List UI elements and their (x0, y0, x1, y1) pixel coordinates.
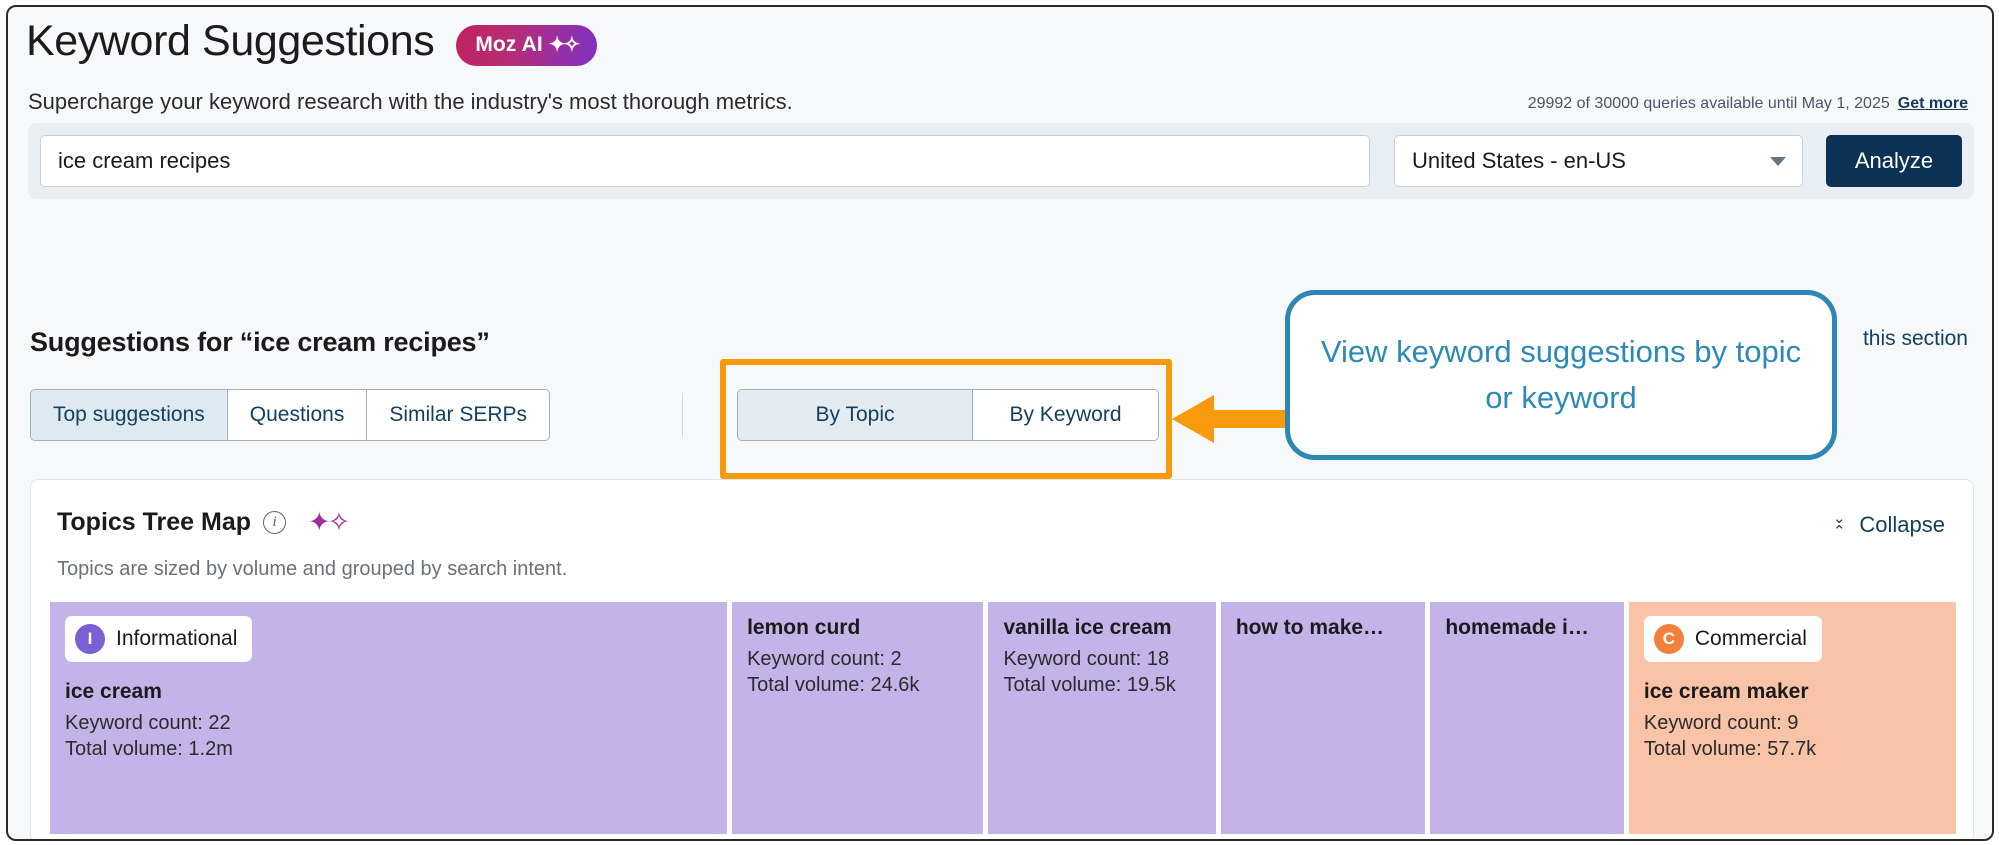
page-subtitle: Supercharge your keyword research with t… (28, 89, 793, 114)
intent-badge: C Commercial (1643, 616, 1822, 662)
tab-questions[interactable]: Questions (227, 390, 368, 440)
info-icon[interactable]: i (263, 511, 287, 534)
suggestions-heading: Suggestions for “ice cream recipes” (30, 327, 490, 357)
moz-ai-badge: Moz AI ✦✧ (456, 25, 598, 67)
tab-top-suggestions[interactable]: Top suggestions (31, 390, 228, 440)
search-bar-container: United States - en-US Analyze (28, 123, 1974, 199)
tile-keyword-count: Keyword count: 18 (1003, 648, 1170, 670)
chevron-down-icon (1770, 156, 1786, 166)
topics-tree-map-card: Topics Tree Map i ✦✧ Topics are sized by… (30, 479, 1974, 839)
intent-dot-icon: C (1653, 624, 1684, 654)
quota-text: 29992 of 30000 queries available until M… (1527, 95, 1890, 112)
tile-keyword-count: Keyword count: 9 (1643, 712, 1799, 734)
tile-title: ice cream (65, 680, 162, 703)
collapse-label: Collapse (1859, 512, 1945, 537)
treemap-tile[interactable]: homemade i… (1430, 602, 1624, 834)
tab-similar-serps[interactable]: Similar SERPs (367, 390, 550, 440)
treemap-tile[interactable]: how to make… (1220, 602, 1426, 834)
toggle-by-topic[interactable]: By Topic (738, 390, 973, 440)
locale-select[interactable]: United States - en-US (1394, 135, 1803, 187)
analyze-button[interactable]: Analyze (1826, 135, 1962, 187)
app-window: Keyword Suggestions Moz AI ✦✧ Supercharg… (6, 5, 1994, 841)
intent-badge: I Informational (65, 616, 253, 662)
tile-total-volume: Total volume: 19.5k (1003, 674, 1176, 697)
tile-title: vanilla ice cream (1003, 616, 1172, 639)
suggestion-tabs: Top suggestions Questions Similar SERPs (30, 389, 551, 441)
card-title-row: Topics Tree Map i ✦✧ (57, 507, 350, 537)
tile-total-volume: Total volume: 57.7k (1643, 738, 1817, 761)
tile-title: how to make… (1235, 616, 1385, 639)
get-more-link[interactable]: Get more (1897, 95, 1968, 112)
view-mode-toggle: By Topic By Keyword (737, 389, 1159, 441)
moz-ai-badge-label: Moz AI (475, 33, 543, 57)
section-note-text: this section (1862, 327, 1968, 350)
tile-total-volume: Total volume: 24.6k (747, 674, 920, 697)
collapse-chevrons-icon: ⌄⌃ (1832, 509, 1846, 540)
sparkle-icon: ✦✧ (548, 34, 580, 57)
annotation-callout: View keyword suggestions by topic or key… (1285, 290, 1837, 460)
toggle-by-keyword[interactable]: By Keyword (973, 390, 1158, 440)
tile-title: lemon curd (747, 616, 861, 639)
quota-status: 29992 of 30000 queries available until M… (1528, 95, 1968, 113)
tile-keyword-count: Keyword count: 22 (65, 712, 231, 734)
card-title: Topics Tree Map (57, 508, 252, 536)
collapse-button[interactable]: ⌄⌃ Collapse (1832, 509, 1945, 540)
card-subtitle: Topics are sized by volume and grouped b… (57, 558, 568, 580)
ai-sparkle-icon: ✦✧ (308, 507, 350, 537)
intent-label: Informational (116, 627, 238, 650)
annotation-callout-text: View keyword suggestions by topic or key… (1320, 333, 1802, 416)
tile-keyword-count: Keyword count: 2 (747, 648, 902, 670)
annotation-arrow-icon (1172, 395, 1296, 443)
tile-title: homemade i… (1445, 616, 1589, 639)
toolbar-divider (682, 393, 683, 437)
tile-total-volume: Total volume: 1.2m (65, 738, 233, 761)
intent-label: Commercial (1694, 627, 1807, 650)
keyword-search-input[interactable] (40, 135, 1370, 187)
intent-dot-icon: I (75, 624, 105, 654)
title-row: Keyword Suggestions Moz AI ✦✧ (26, 17, 598, 67)
page-title: Keyword Suggestions (26, 17, 435, 65)
locale-select-value: United States - en-US (1412, 148, 1626, 173)
tile-title: ice cream maker (1643, 680, 1809, 703)
